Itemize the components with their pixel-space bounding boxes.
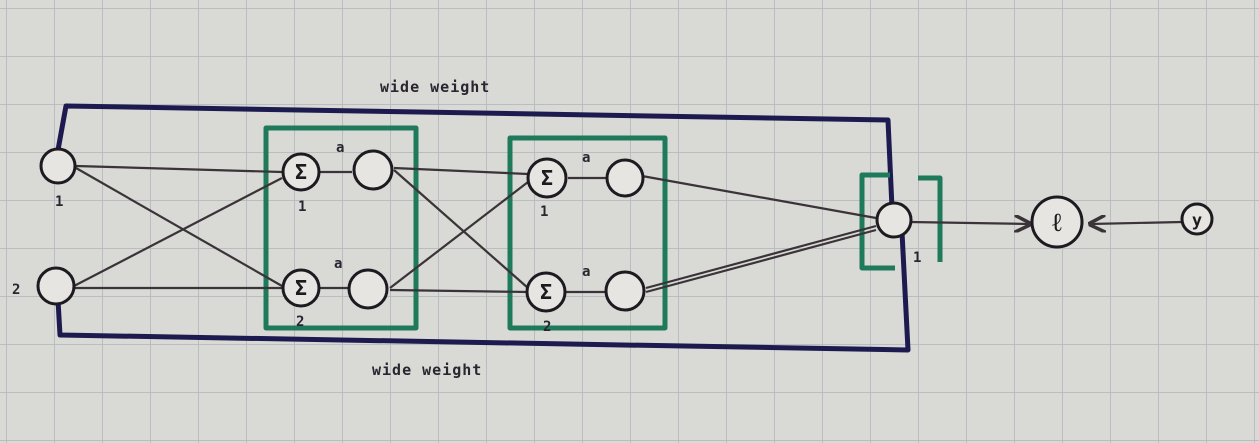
layer1-activation-links	[320, 170, 352, 290]
layer1-activation-node-2	[347, 268, 389, 310]
input-to-layer1-weights	[73, 164, 283, 290]
target-symbol: y	[1192, 211, 1202, 231]
layer2-activation-label-2: a	[582, 264, 590, 280]
layer2-sum-symbol-1: Σ	[541, 166, 553, 190]
target-node	[1180, 202, 1214, 236]
layer2-unit2-index: 2	[543, 319, 551, 335]
hidden-layer-2-box	[507, 135, 668, 331]
layer2-sum-node-1	[526, 157, 568, 199]
layer1-activation-label-1: a	[336, 140, 344, 156]
layer1-sum-node-2	[281, 268, 321, 308]
layer2-activation-links	[566, 176, 608, 294]
input-node-1	[39, 147, 77, 185]
layer1-sum-symbol-1: Σ	[295, 160, 307, 184]
layer2-sum-symbol-2: Σ	[540, 280, 552, 304]
layer1-to-layer2-weights	[389, 166, 529, 294]
wide-weight-top-label: wide weight	[380, 78, 490, 96]
wide-weight-top-path	[55, 103, 895, 209]
layer2-unit1-index: 1	[540, 204, 548, 220]
layer1-activation-label-2: a	[334, 256, 342, 272]
input-1-index: 1	[55, 194, 63, 210]
loss-node	[1030, 195, 1084, 249]
layer1-sum-symbol-2: Σ	[295, 276, 307, 300]
output-node	[875, 201, 913, 239]
wide-weight-bottom-label: wide weight	[372, 361, 482, 379]
layer2-sum-node-2	[525, 271, 567, 313]
input-node-2	[36, 266, 76, 306]
layer1-unit2-index: 2	[296, 314, 304, 330]
layer1-sum-node-1	[281, 152, 321, 192]
output-to-loss-arrow	[909, 222, 1030, 224]
layer2-activation-label-1: a	[582, 150, 590, 166]
layer2-to-output-weights	[641, 174, 877, 294]
loss-symbol: ℓ	[1052, 208, 1062, 238]
layer1-unit1-index: 1	[298, 199, 306, 215]
wide-weight-bottom-path	[55, 231, 911, 353]
target-to-loss-arrow	[1090, 222, 1183, 224]
output-unit-index: 1	[913, 250, 921, 266]
input-2-index: 2	[12, 282, 20, 298]
layer2-activation-node-1	[605, 158, 645, 198]
layer1-activation-node-1	[352, 149, 394, 191]
hidden-layer-1-box	[263, 125, 419, 331]
output-unit-bracket	[859, 172, 943, 271]
layer2-activation-node-2	[604, 270, 646, 312]
